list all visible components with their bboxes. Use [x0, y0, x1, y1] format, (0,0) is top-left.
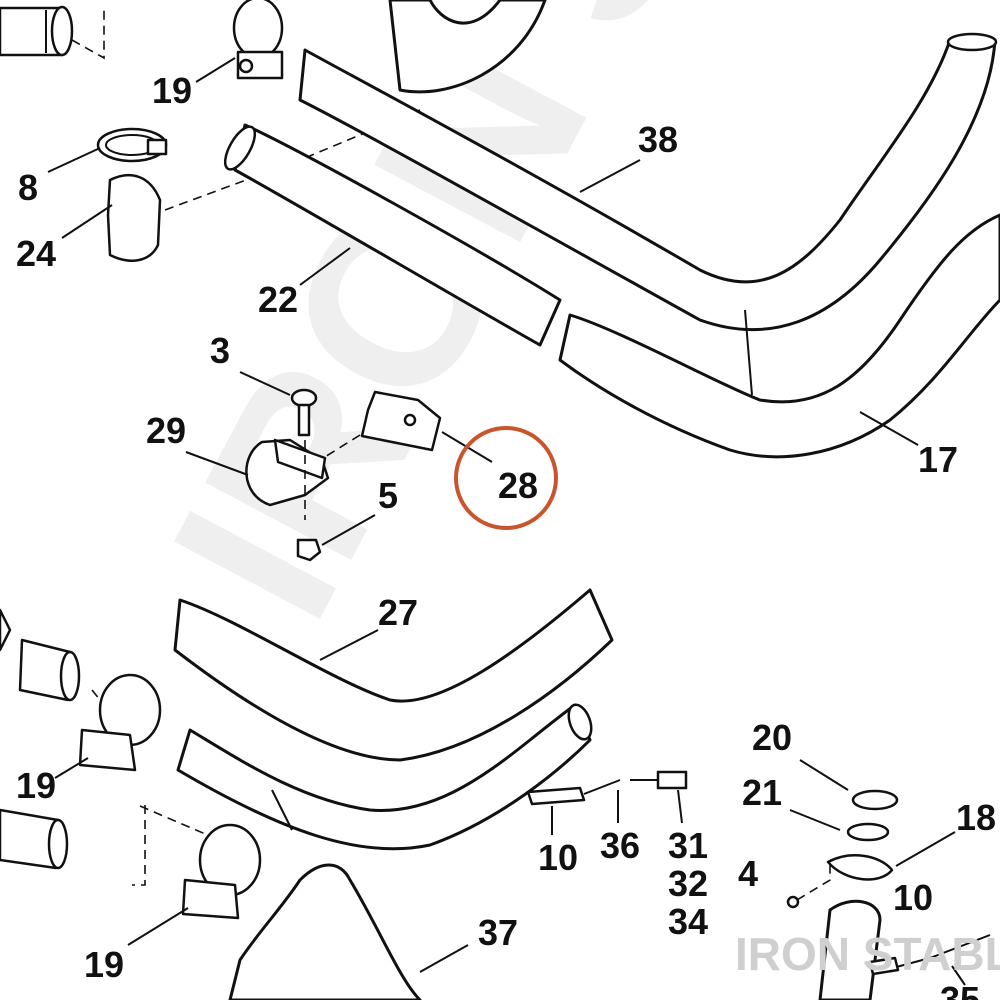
callout-29: 29 [146, 410, 186, 451]
dashed-guide-4 [796, 865, 831, 901]
clamp-29 [245, 438, 330, 507]
nut-5 [296, 538, 322, 562]
callout-37: 37 [478, 912, 518, 953]
callout-38: 38 [638, 119, 678, 160]
exhaust-pipe-27 [173, 588, 614, 762]
callout-24: 24 [16, 233, 56, 274]
leader-24 [61, 204, 113, 239]
leader-38 [579, 159, 641, 193]
bracket-28 [360, 390, 442, 452]
leader-18 [895, 831, 956, 867]
dashed-guide-top-left [71, 10, 105, 60]
callout-36: 36 [600, 825, 640, 866]
exhaust-pipe-17 [558, 213, 1000, 459]
callout-27: 27 [378, 592, 418, 633]
heat-shield-clip-24 [106, 173, 162, 262]
muffler-end-caps-left [0, 608, 81, 870]
exhaust-pipe-lower [176, 703, 592, 851]
dashed-guide-28 [319, 434, 361, 461]
callout-18: 18 [956, 797, 996, 838]
leader-20 [799, 759, 849, 791]
heat-shield-22 [233, 123, 562, 347]
leader-37 [419, 944, 469, 973]
leader-21 [789, 809, 841, 831]
callout-32: 32 [668, 863, 708, 904]
callout-3: 3 [210, 330, 230, 371]
retaining-ring-21 [846, 822, 890, 842]
watermark-text: IRON STABLE [121, 0, 1000, 657]
leader-22 [299, 247, 351, 286]
callout-20: 20 [752, 717, 792, 758]
clamp-19-top [232, 0, 284, 80]
leader-19c [127, 907, 189, 946]
bolt-3 [290, 388, 318, 437]
leader-29 [185, 451, 249, 476]
dashed-guide-left-c [139, 805, 211, 837]
oxygen-sensor-10 [526, 770, 688, 806]
pipe-lower-band [271, 789, 293, 831]
clamp-19-middle [78, 673, 162, 772]
dashed-guide-left-a [91, 689, 101, 701]
oxygen-sensor-10-right [868, 956, 900, 976]
leader-17 [859, 411, 919, 446]
callout-21: 21 [742, 772, 782, 813]
leader-3 [239, 371, 291, 396]
callout-19a: 19 [152, 70, 192, 111]
pipe-17-seam [744, 309, 753, 396]
callout-19b: 19 [16, 765, 56, 806]
callout-31: 31 [668, 825, 708, 866]
callout-5: 5 [378, 475, 398, 516]
leader-19b [54, 757, 89, 779]
leader-19a [195, 57, 236, 83]
highlight-circle-28 [454, 426, 558, 530]
hose-clamp-8 [96, 127, 168, 163]
callout-labels: 19 8 24 38 22 3 29 28 5 17 27 19 20 21 1… [16, 70, 996, 1000]
gasket-20 [851, 789, 899, 811]
dashed-guide-left-b [132, 805, 146, 886]
muffler-end-cap-top [0, 5, 74, 57]
callout-8: 8 [18, 167, 38, 208]
callout-10a: 10 [538, 837, 578, 878]
leader-8 [47, 147, 101, 173]
leader-31 [677, 789, 683, 824]
flange-18 [826, 854, 894, 881]
callout-22: 22 [258, 279, 298, 320]
callout-28: 28 [498, 465, 538, 506]
leader-35 [951, 965, 966, 986]
leader-5 [321, 514, 376, 546]
clamp-19-bottom [181, 823, 262, 920]
exhaust-pipe-37 [228, 863, 422, 1000]
leader-27 [319, 629, 379, 661]
pipe-top-bend [388, 0, 547, 94]
sensor-wire-right [884, 934, 991, 971]
bolt-4 [786, 895, 800, 909]
callout-34: 34 [668, 901, 708, 942]
background-watermark: IRON STABLE [121, 0, 1000, 657]
callout-10b: 10 [893, 877, 933, 918]
brand-watermark: IRON STABLE [735, 928, 1000, 980]
callout-4: 4 [738, 853, 758, 894]
callout-35: 35 [940, 979, 980, 1000]
callout-17: 17 [918, 439, 958, 480]
heat-shield-38 [298, 38, 997, 332]
callout-19c: 19 [84, 944, 124, 985]
